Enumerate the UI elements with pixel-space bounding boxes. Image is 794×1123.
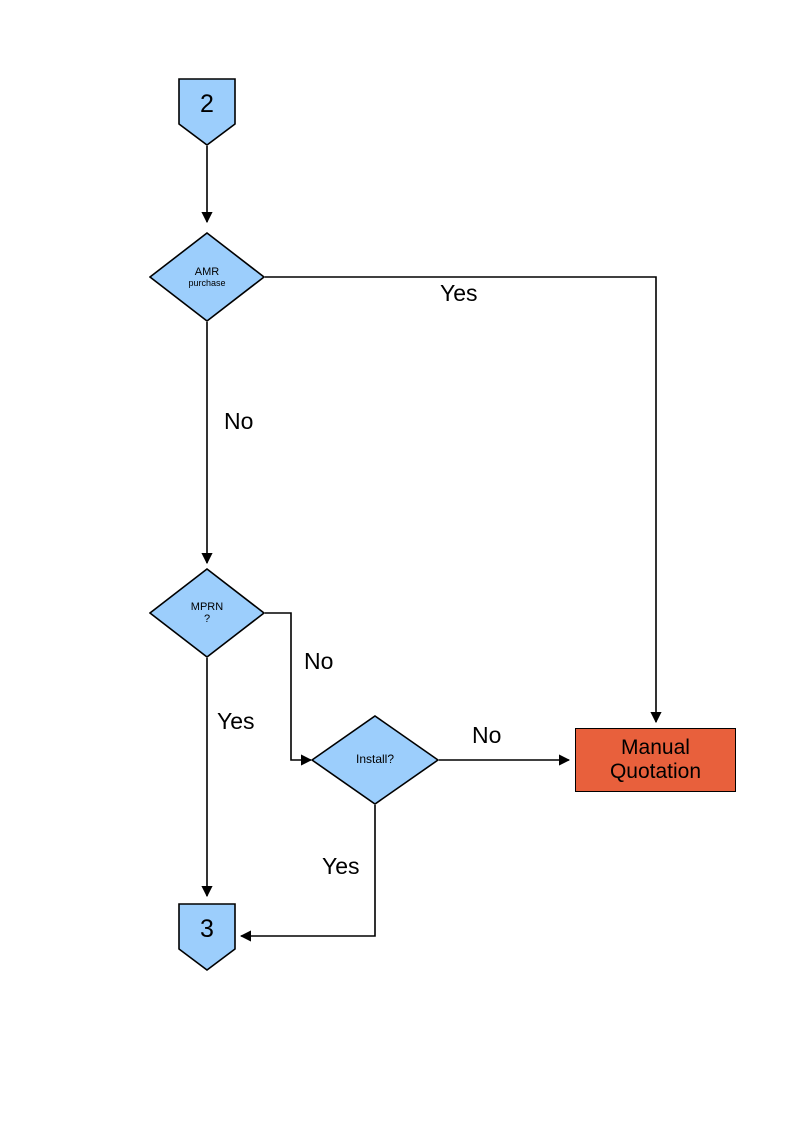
edge-label-install-yes: Yes (322, 853, 360, 879)
node-connector-3[interactable]: 3 (178, 903, 236, 971)
edge-mprn-no-to-install (265, 612, 313, 766)
node-connector-2[interactable]: 2 (178, 78, 236, 146)
process-manual-line2: Quotation (609, 760, 702, 783)
edge-label-install-no: No (472, 722, 502, 748)
node-decision-install[interactable]: Install? (311, 715, 439, 805)
edge-amr-yes-to-manual (265, 276, 662, 724)
edge-install-yes-to-connector3 (239, 805, 376, 942)
edge-label-mprn-no: No (304, 648, 334, 674)
process-manual-quotation-label: Manual Quotation (576, 729, 735, 791)
node-process-manual-quotation[interactable]: Manual Quotation (575, 728, 736, 792)
node-decision-amr-purchase[interactable]: AMR purchase (149, 232, 265, 322)
edge-label-amr-yes: Yes (440, 280, 478, 306)
edge-label-amr-no: No (224, 408, 254, 434)
process-manual-line1: Manual (621, 736, 690, 760)
edge-label-mprn-yes: Yes (217, 708, 255, 734)
node-decision-mprn[interactable]: MPRN ? (149, 568, 265, 658)
